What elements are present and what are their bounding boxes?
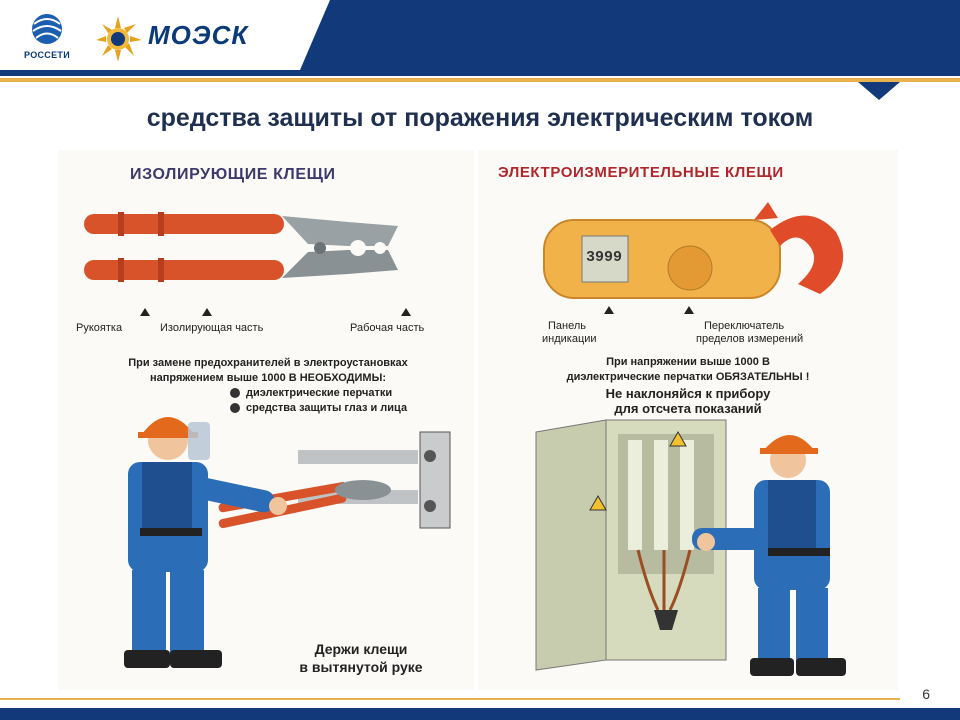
insulating-part-label: Изолирующая часть [160, 322, 264, 334]
left-note-line2: напряжением выше 1000 В НЕОБХОДИМЫ: [149, 372, 387, 384]
handle-label: Рукоятка [76, 322, 123, 334]
worker-with-clamp-meter-illustration [535, 419, 846, 676]
slide-title: средства защиты от поражения электрическ… [146, 104, 814, 132]
header-bar: РОССЕТИ МОЭСК [0, 0, 960, 100]
left-caption-line2: в вытянутой руке [299, 659, 423, 675]
display-panel-pointer-icon [604, 306, 614, 314]
insulating-pliers-poster: ИЗОЛИРУЮЩИЕ КЛЕЩИ Рукоятка Изолирующая ч… [58, 150, 474, 690]
range-switch-pointer-icon [684, 306, 694, 314]
clamp-meter-illustration [543, 202, 844, 299]
working-part-label: Рабочая часть [350, 322, 425, 334]
left-note-line1: При замене предохранителей в электроуста… [128, 357, 408, 369]
left-caption-line1: Держи клещи [314, 641, 408, 657]
header-background [0, 0, 960, 100]
moesk-logo: МОЭСК [96, 14, 296, 64]
range-switch-label-line1: Переключатель [704, 320, 785, 332]
right-caption-line1: Не наклоняйся к прибору [605, 386, 771, 401]
left-panel-title: ИЗОЛИРУЮЩИЕ КЛЕЩИ [130, 166, 336, 183]
display-panel-label-line1: Панель [548, 320, 587, 332]
right-caption-line2: для отсчета показаний [614, 401, 762, 416]
meter-display-value: 3999 [586, 249, 623, 266]
clamp-meter-poster: ЭЛЕКТРОИЗМЕРИТЕЛЬНЫЕ КЛЕЩИ 3999 Панель и… [478, 150, 898, 690]
insulating-pliers-illustration [84, 212, 398, 282]
worker-with-pliers-illustration [124, 417, 451, 668]
handle-pointer-icon [140, 308, 150, 316]
footer-bar [0, 708, 960, 720]
rosseti-label: РОССЕТИ [24, 50, 70, 60]
moesk-sun-icon [96, 16, 142, 62]
requirement-item: средства защиты глаз и лица [246, 402, 408, 414]
right-note-line2: диэлектрические перчатки ОБЯЗАТЕЛЬНЫ ! [566, 371, 810, 383]
range-switch-label-line2: пределов измерений [696, 333, 804, 345]
bullet-icon [230, 403, 240, 413]
working-part-pointer-icon [401, 308, 411, 316]
right-note-line1: При напряжении выше 1000 В [606, 356, 770, 368]
insulating-part-pointer-icon [202, 308, 212, 316]
requirement-item: диэлектрические перчатки [246, 387, 393, 399]
bullet-icon [230, 388, 240, 398]
display-panel-label-line2: индикации [542, 333, 597, 345]
page-number: 6 [922, 686, 930, 702]
rosseti-logo: РОССЕТИ [20, 10, 74, 66]
footer-accent-line [0, 698, 900, 700]
moesk-name: МОЭСК [148, 20, 249, 50]
rosseti-globe-icon [32, 14, 62, 44]
right-panel-title: ЭЛЕКТРОИЗМЕРИТЕЛЬНЫЕ КЛЕЩИ [498, 164, 784, 181]
